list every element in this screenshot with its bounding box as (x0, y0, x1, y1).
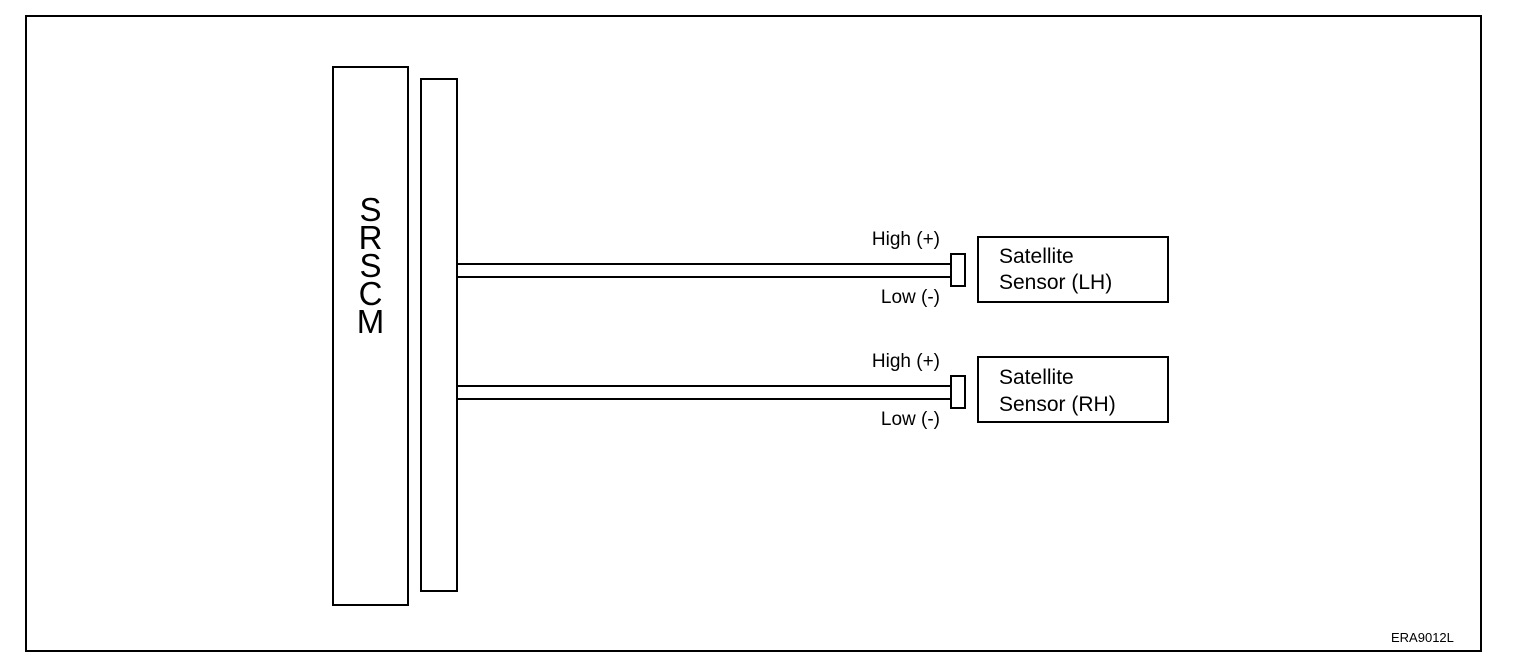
sensor-rh-name-line2: Sensor (RH) (999, 393, 1116, 416)
lh-sensor-connector (950, 253, 966, 287)
sensor-rh-name-line1: Satellite (999, 366, 1074, 389)
rh-high-wire (458, 385, 950, 387)
rh-high-label: High (+) (871, 351, 940, 372)
lh-high-label: High (+) (871, 229, 940, 250)
rh-low-label: Low (-) (880, 409, 940, 430)
srscm-connector (420, 78, 458, 592)
satellite-sensor-lh: Satellite Sensor (LH) (977, 236, 1169, 303)
srscm-module-box: S R S C M (332, 66, 409, 606)
sensor-lh-name-line2: Sensor (LH) (999, 271, 1113, 294)
lh-high-wire (458, 263, 950, 265)
reference-code: ERA9012L (1391, 630, 1454, 645)
satellite-sensor-rh: Satellite Sensor (RH) (977, 356, 1169, 423)
lh-low-label: Low (-) (880, 287, 940, 308)
rh-low-wire (458, 398, 950, 400)
lh-low-wire (458, 276, 950, 278)
sensor-lh-name-line1: Satellite (999, 245, 1074, 268)
diagram-frame (25, 15, 1482, 652)
rh-sensor-connector (950, 375, 966, 409)
srscm-module-label: S R S C M (356, 191, 385, 340)
